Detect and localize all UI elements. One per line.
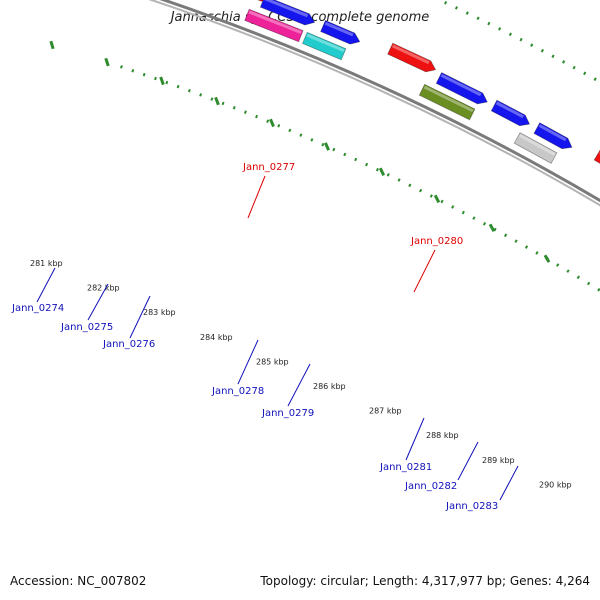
leader-line — [499, 465, 519, 501]
leader-line — [405, 417, 425, 461]
gene-label[interactable]: Jann_0274 — [11, 303, 64, 314]
tick-label: 287 kbp — [369, 407, 402, 416]
backbone-inner — [148, 0, 600, 207]
gene-label[interactable]: Jann_0275 — [60, 322, 113, 333]
gene-feature[interactable] — [301, 31, 347, 61]
tick-labels: 281 kbp 282 kbp 283 kbp 284 kbp 285 kbp 286 k… — [30, 259, 572, 489]
tick-mark — [433, 194, 441, 204]
tick-label: 281 kbp — [30, 259, 63, 268]
gene-feature[interactable] — [259, 0, 316, 28]
gene-label[interactable]: Jann_0280 — [410, 236, 463, 247]
genome-backbone — [148, 0, 600, 207]
leader-line — [247, 175, 266, 219]
tick-label: 288 kbp — [426, 431, 459, 440]
accession-text: Accession: NC_007802 — [10, 574, 147, 588]
tick-label: 283 kbp — [143, 308, 176, 317]
gene-label[interactable]: Jann_0276 — [102, 339, 155, 350]
gene-feature[interactable] — [244, 8, 304, 43]
topology-text: Topology: circular; Length: 4,317,977 bp… — [260, 574, 590, 588]
gene-feature[interactable] — [513, 132, 558, 164]
tick-mark — [324, 142, 330, 151]
gene-label[interactable]: Jann_0283 — [445, 501, 498, 512]
tick-mark — [543, 254, 551, 263]
tick-mark — [159, 76, 165, 86]
gene-label[interactable]: Jann_0279 — [261, 408, 314, 419]
gene-feature[interactable] — [320, 19, 362, 48]
tick-label: 290 kbp — [539, 480, 572, 489]
gene-feature[interactable] — [533, 122, 575, 153]
gene-label[interactable]: Jann_0282 — [404, 481, 457, 492]
tick-mark — [214, 96, 220, 106]
leader-line — [36, 267, 56, 303]
track-dots-inner — [120, 65, 600, 293]
tick-mark — [269, 118, 275, 128]
leader-line — [287, 363, 311, 407]
tick-label: 289 kbp — [482, 456, 515, 465]
gene-features — [214, 0, 600, 175]
leader-line — [457, 441, 479, 481]
gene-feature[interactable] — [435, 72, 490, 108]
tick-label: 286 kbp — [313, 382, 346, 391]
tick-mark — [104, 57, 110, 67]
tick-label: 284 kbp — [200, 333, 233, 342]
gene-label[interactable]: Jann_0281 — [379, 462, 432, 473]
gene-label[interactable]: Jann_0277 — [242, 162, 295, 173]
gene-feature[interactable] — [490, 99, 532, 129]
leader-line — [129, 295, 151, 339]
gene-feature[interactable] — [418, 83, 476, 121]
leader-line — [413, 249, 436, 293]
gene-label[interactable]: Jann_0278 — [211, 386, 264, 397]
gene-feature[interactable] — [593, 149, 600, 175]
tick-mark — [49, 40, 55, 50]
backbone-outer — [159, 0, 600, 203]
gene-feature[interactable] — [387, 42, 438, 75]
leader-line — [237, 339, 259, 385]
tick-label: 285 kbp — [256, 357, 289, 366]
track-dots-outer — [436, 0, 600, 84]
track-dots — [49, 0, 600, 293]
tick-mark — [378, 167, 386, 177]
tick-mark — [488, 223, 496, 233]
tick-label: 282 kbp — [87, 284, 120, 293]
leader-line — [87, 283, 109, 321]
